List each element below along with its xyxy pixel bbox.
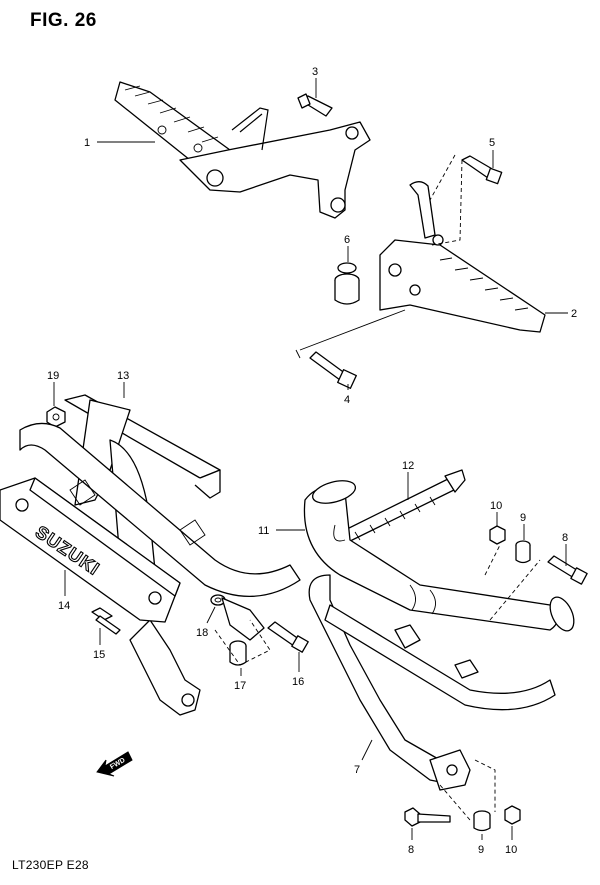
nut-10a[interactable] bbox=[489, 525, 506, 545]
leader-lines bbox=[53, 78, 568, 840]
callout-18: 18 bbox=[196, 627, 208, 639]
callout-14: 14 bbox=[58, 600, 70, 612]
fwd-arrow-icon: FWD bbox=[96, 751, 133, 777]
callout-1: 1 bbox=[84, 137, 90, 149]
callout-17: 17 bbox=[234, 680, 246, 692]
callout-2: 2 bbox=[571, 308, 577, 320]
spacer-9b[interactable] bbox=[473, 810, 491, 832]
screw-15[interactable] bbox=[91, 607, 121, 635]
bolt-5[interactable] bbox=[461, 155, 503, 185]
callout-10-upper: 10 bbox=[490, 500, 502, 512]
callout-8-lower: 8 bbox=[408, 844, 414, 856]
bolt-3[interactable] bbox=[297, 93, 333, 117]
callout-9-lower: 9 bbox=[478, 844, 484, 856]
bolt-16[interactable] bbox=[267, 621, 309, 653]
nut-10b[interactable] bbox=[504, 805, 521, 825]
exhaust-pipe-11[interactable] bbox=[303, 477, 578, 635]
nut-19[interactable] bbox=[46, 406, 66, 428]
footrest-bracket-left[interactable] bbox=[114, 81, 371, 219]
footrest-bracket-right[interactable] bbox=[379, 181, 546, 333]
bumper-pipe-7[interactable] bbox=[308, 574, 556, 791]
callout-5: 5 bbox=[489, 137, 495, 149]
callout-13: 13 bbox=[117, 370, 129, 382]
band-clamp-12[interactable] bbox=[334, 469, 466, 546]
bolt-8b[interactable] bbox=[404, 807, 451, 827]
callout-12: 12 bbox=[402, 460, 414, 472]
callout-16: 16 bbox=[292, 676, 304, 688]
guard-cover-14[interactable]: SUZUKI bbox=[0, 477, 181, 623]
callout-8-upper: 8 bbox=[562, 532, 568, 544]
callout-9-upper: 9 bbox=[520, 512, 526, 524]
callout-3: 3 bbox=[312, 66, 318, 78]
callout-6: 6 bbox=[344, 234, 350, 246]
callout-labels: 1 2 3 4 5 6 7 8 8 9 9 10 10 11 12 13 14 … bbox=[47, 66, 577, 856]
bolt-8a[interactable] bbox=[547, 555, 588, 585]
diagram-code: LT230EP E28 bbox=[12, 858, 89, 872]
bumper-pipe-left[interactable] bbox=[19, 422, 301, 598]
spacer-17[interactable] bbox=[229, 640, 247, 666]
callout-4: 4 bbox=[344, 394, 350, 406]
bolt-4[interactable] bbox=[309, 351, 357, 389]
washer-18[interactable] bbox=[210, 594, 226, 606]
callout-11: 11 bbox=[258, 525, 269, 537]
callout-7: 7 bbox=[354, 764, 360, 776]
callout-15: 15 bbox=[93, 649, 105, 661]
spacer-9a[interactable] bbox=[515, 540, 531, 564]
callout-10-lower: 10 bbox=[505, 844, 517, 856]
callout-19: 19 bbox=[47, 370, 59, 382]
bushing-6[interactable] bbox=[334, 262, 360, 305]
figure-title: FIG. 26 bbox=[30, 10, 97, 31]
